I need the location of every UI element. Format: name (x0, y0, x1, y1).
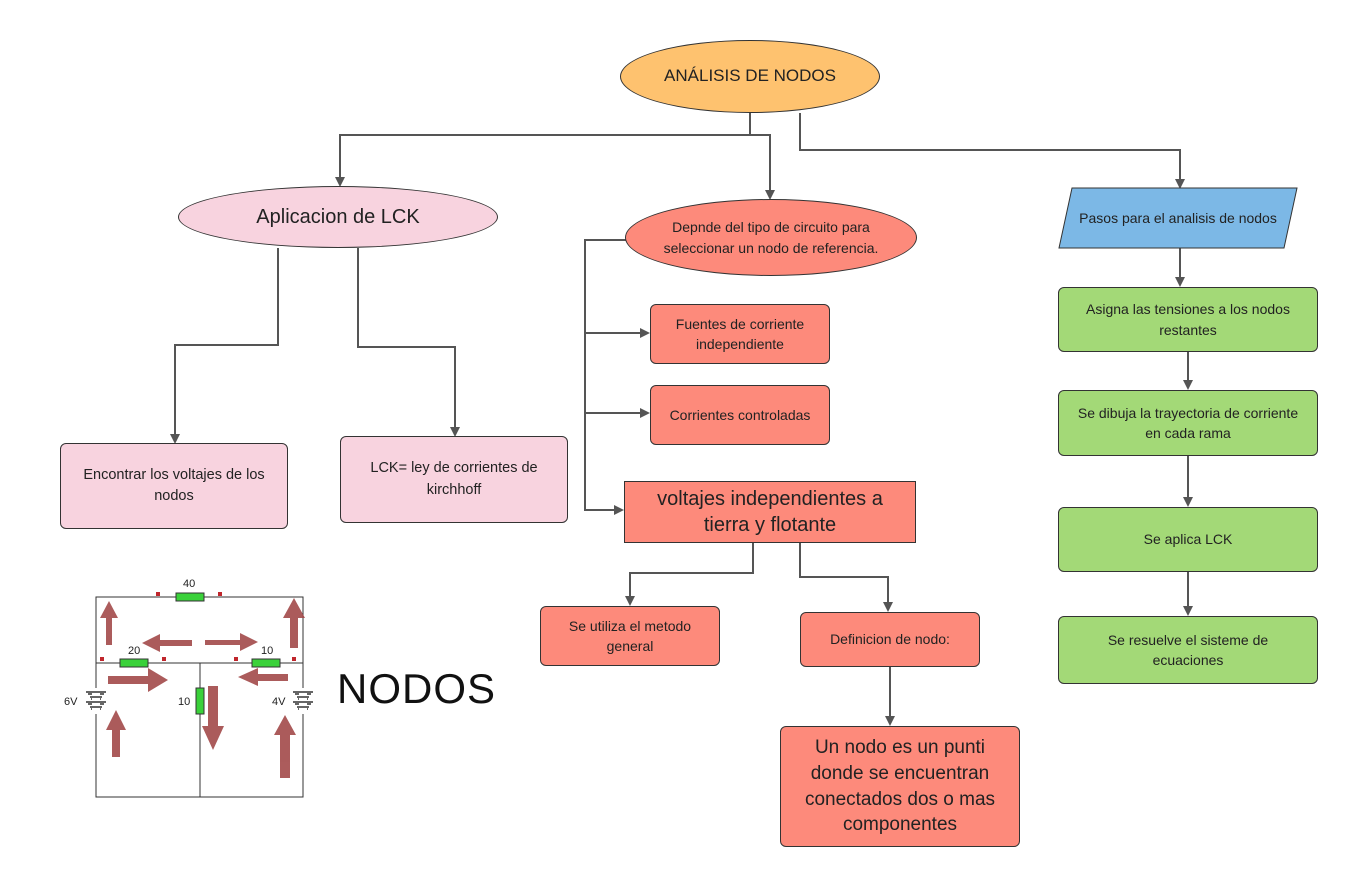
metodo-node: Se utiliza el metodo general (540, 606, 720, 666)
definicion-text: Definicion de nodo: (830, 631, 950, 648)
resistor-10-right-label: 10 (261, 645, 273, 657)
resistor-40-label: 40 (183, 578, 195, 590)
fuentes-text: Fuentes de corriente independiente (675, 315, 805, 352)
paso-3-node: Se aplica LCK (1058, 507, 1318, 572)
corrientes-node: Corrientes controladas (650, 385, 830, 445)
reference-text: Depnde del tipo de circuito para selecci… (663, 219, 879, 256)
metodo-text: Se utiliza el metodo general (568, 617, 692, 654)
current-arrow-right-lower (108, 668, 168, 692)
definicion-texto-text: Un nodo es un punti donde se encuentran … (804, 737, 996, 836)
connector-voltajes-definicion (799, 543, 893, 612)
connector-lck-kirchhoff (357, 248, 460, 437)
connector-title-pasos (799, 113, 1185, 189)
resistor-10-middle-label: 10 (178, 696, 190, 708)
title-text: ANÁLISIS DE NODOS (664, 66, 836, 86)
lck-title: Aplicacion de LCK (256, 205, 420, 228)
title-node: ANÁLISIS DE NODOS (620, 40, 880, 113)
current-arrow-up-bottom-left (106, 710, 126, 757)
voltajes-text: voltajes independientes a tierra y flota… (657, 488, 883, 536)
connector-ref-trunk (584, 239, 628, 515)
voltajes-nodos-node: Encontrar los voltajes de los nodos (60, 443, 288, 529)
resistor-20-left (119, 658, 149, 668)
resistor-20-label: 20 (128, 645, 140, 657)
connector-lck-voltajes (170, 248, 279, 444)
nodos-label: NODOS (337, 665, 497, 712)
pasos-parallelogram (1058, 187, 1298, 249)
kirchhoff-node: LCK= ley de corrientes de kirchhoff (340, 436, 568, 523)
corrientes-text: Corrientes controladas (669, 406, 811, 423)
voltajes-nodos-text: Encontrar los voltajes de los nodos (83, 466, 265, 504)
resistor-40 (175, 592, 205, 602)
lck-node: Aplicacion de LCK (178, 186, 498, 248)
paso-1-text: Asigna las tensiones a los nodos restant… (1086, 301, 1290, 338)
connector-voltajes-metodo (625, 543, 754, 606)
source-4v-label: 4V (272, 696, 286, 708)
paso-2-node: Se dibuja la trayectoria de corriente en… (1058, 390, 1318, 456)
paso-3-text: Se aplica LCK (1143, 531, 1233, 548)
paso-4-node: Se resuelve el sisteme de ecuaciones (1058, 616, 1318, 684)
pasos-head-node: Pasos para el analisis de nodos (1074, 187, 1282, 249)
current-arrow-right (205, 633, 258, 651)
kirchhoff-text: LCK= ley de corrientes de kirchhoff (370, 460, 538, 498)
definicion-texto-node: Un nodo es un punti donde se encuentran … (780, 726, 1020, 847)
pasos-head-text: Pasos para el analisis de nodos (1079, 209, 1277, 226)
resistor-10-middle (195, 687, 205, 715)
resistor-10-right (251, 658, 281, 668)
current-arrow-left (142, 634, 192, 652)
reference-node: Depnde del tipo de circuito para selecci… (625, 199, 917, 276)
fuentes-node: Fuentes de corriente independiente (650, 304, 830, 364)
paso-2-text: Se dibuja la trayectoria de corriente en… (1077, 404, 1299, 441)
paso-4-text: Se resuelve el sisteme de ecuaciones (1107, 631, 1269, 668)
current-arrow-left-lower (238, 668, 288, 686)
current-arrow-up-top-right (283, 598, 305, 648)
voltajes-node: voltajes independientes a tierra y flota… (624, 481, 916, 543)
source-6v-label: 6V (64, 696, 78, 708)
current-arrow-down-middle (202, 686, 224, 750)
paso-1-node: Asigna las tensiones a los nodos restant… (1058, 287, 1318, 352)
connector-title-reference (749, 113, 775, 200)
current-arrow-up-top-left (100, 601, 118, 645)
current-arrow-up-bottom-right (274, 715, 296, 778)
definicion-node: Definicion de nodo: (800, 612, 980, 667)
